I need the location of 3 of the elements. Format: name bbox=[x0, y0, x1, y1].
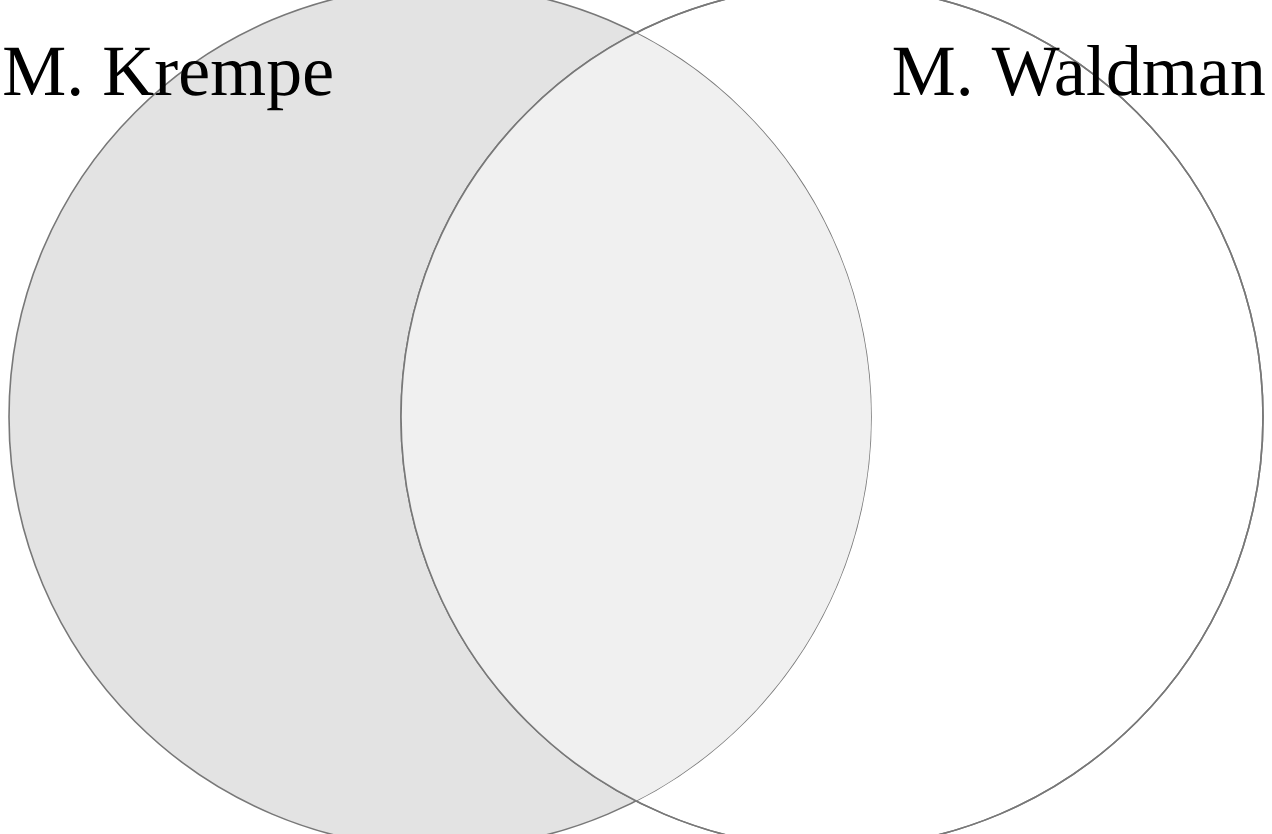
circle-label: M. Waldman bbox=[893, 45, 1265, 97]
circle-label: M. Krempe bbox=[4, 47, 332, 111]
venn-circle bbox=[400, 0, 1264, 834]
